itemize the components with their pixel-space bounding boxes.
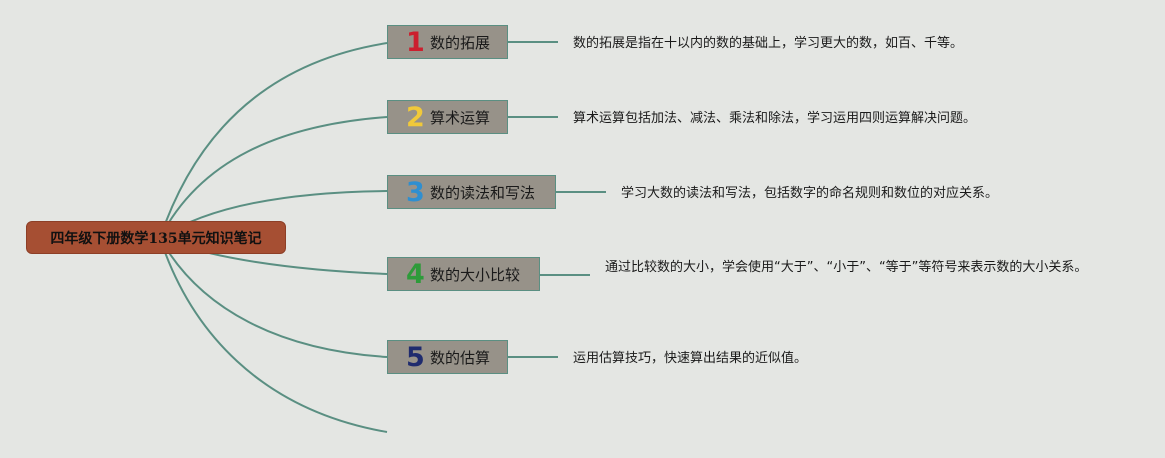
branch-line-5 xyxy=(159,237,388,358)
topic-node-1[interactable]: 1 数的拓展 xyxy=(387,25,508,59)
branch-line-2 xyxy=(159,116,388,239)
topic-description-4: 通过比较数的大小，学会使用“大于”、“小于”、“等于”等符号来表示数的大小关系。 xyxy=(605,260,1088,275)
topic-number-1: 1 xyxy=(406,26,425,58)
topic-description-3: 学习大数的读法和写法，包括数字的命名规则和数位的对应关系。 xyxy=(621,186,999,201)
topic-description-2: 算术运算包括加法、减法、乘法和除法，学习运用四则运算解决问题。 xyxy=(573,111,977,126)
topic-number-3: 3 xyxy=(406,176,425,208)
topic-title-2: 算术运算 xyxy=(430,108,491,127)
topic-node-2[interactable]: 2 算术运算 xyxy=(387,100,508,134)
topic-title-3: 数的读法和写法 xyxy=(430,183,536,202)
root-node[interactable]: 四年级下册数学135单元知识笔记 xyxy=(26,221,286,254)
topic-description-1: 数的拓展是指在十以内的数的基础上，学习更大的数，如百、千等。 xyxy=(573,36,964,51)
topic-node-3[interactable]: 3 数的读法和写法 xyxy=(387,175,556,209)
topic-node-4[interactable]: 4 数的大小比较 xyxy=(387,257,540,291)
topic-number-2: 2 xyxy=(406,101,425,133)
root-title: 四年级下册数学135单元知识笔记 xyxy=(50,230,262,247)
topic-number-4: 4 xyxy=(406,258,425,290)
topic-title-1: 数的拓展 xyxy=(430,33,491,52)
branch-line-6 xyxy=(159,237,388,433)
topic-node-5[interactable]: 5 数的估算 xyxy=(387,340,508,374)
topic-description-5: 运用估算技巧，快速算出结果的近似值。 xyxy=(573,351,808,366)
topic-title-5: 数的估算 xyxy=(430,348,491,367)
branch-line-1 xyxy=(159,42,388,239)
topic-number-5: 5 xyxy=(406,341,425,373)
topic-title-4: 数的大小比较 xyxy=(430,265,521,284)
